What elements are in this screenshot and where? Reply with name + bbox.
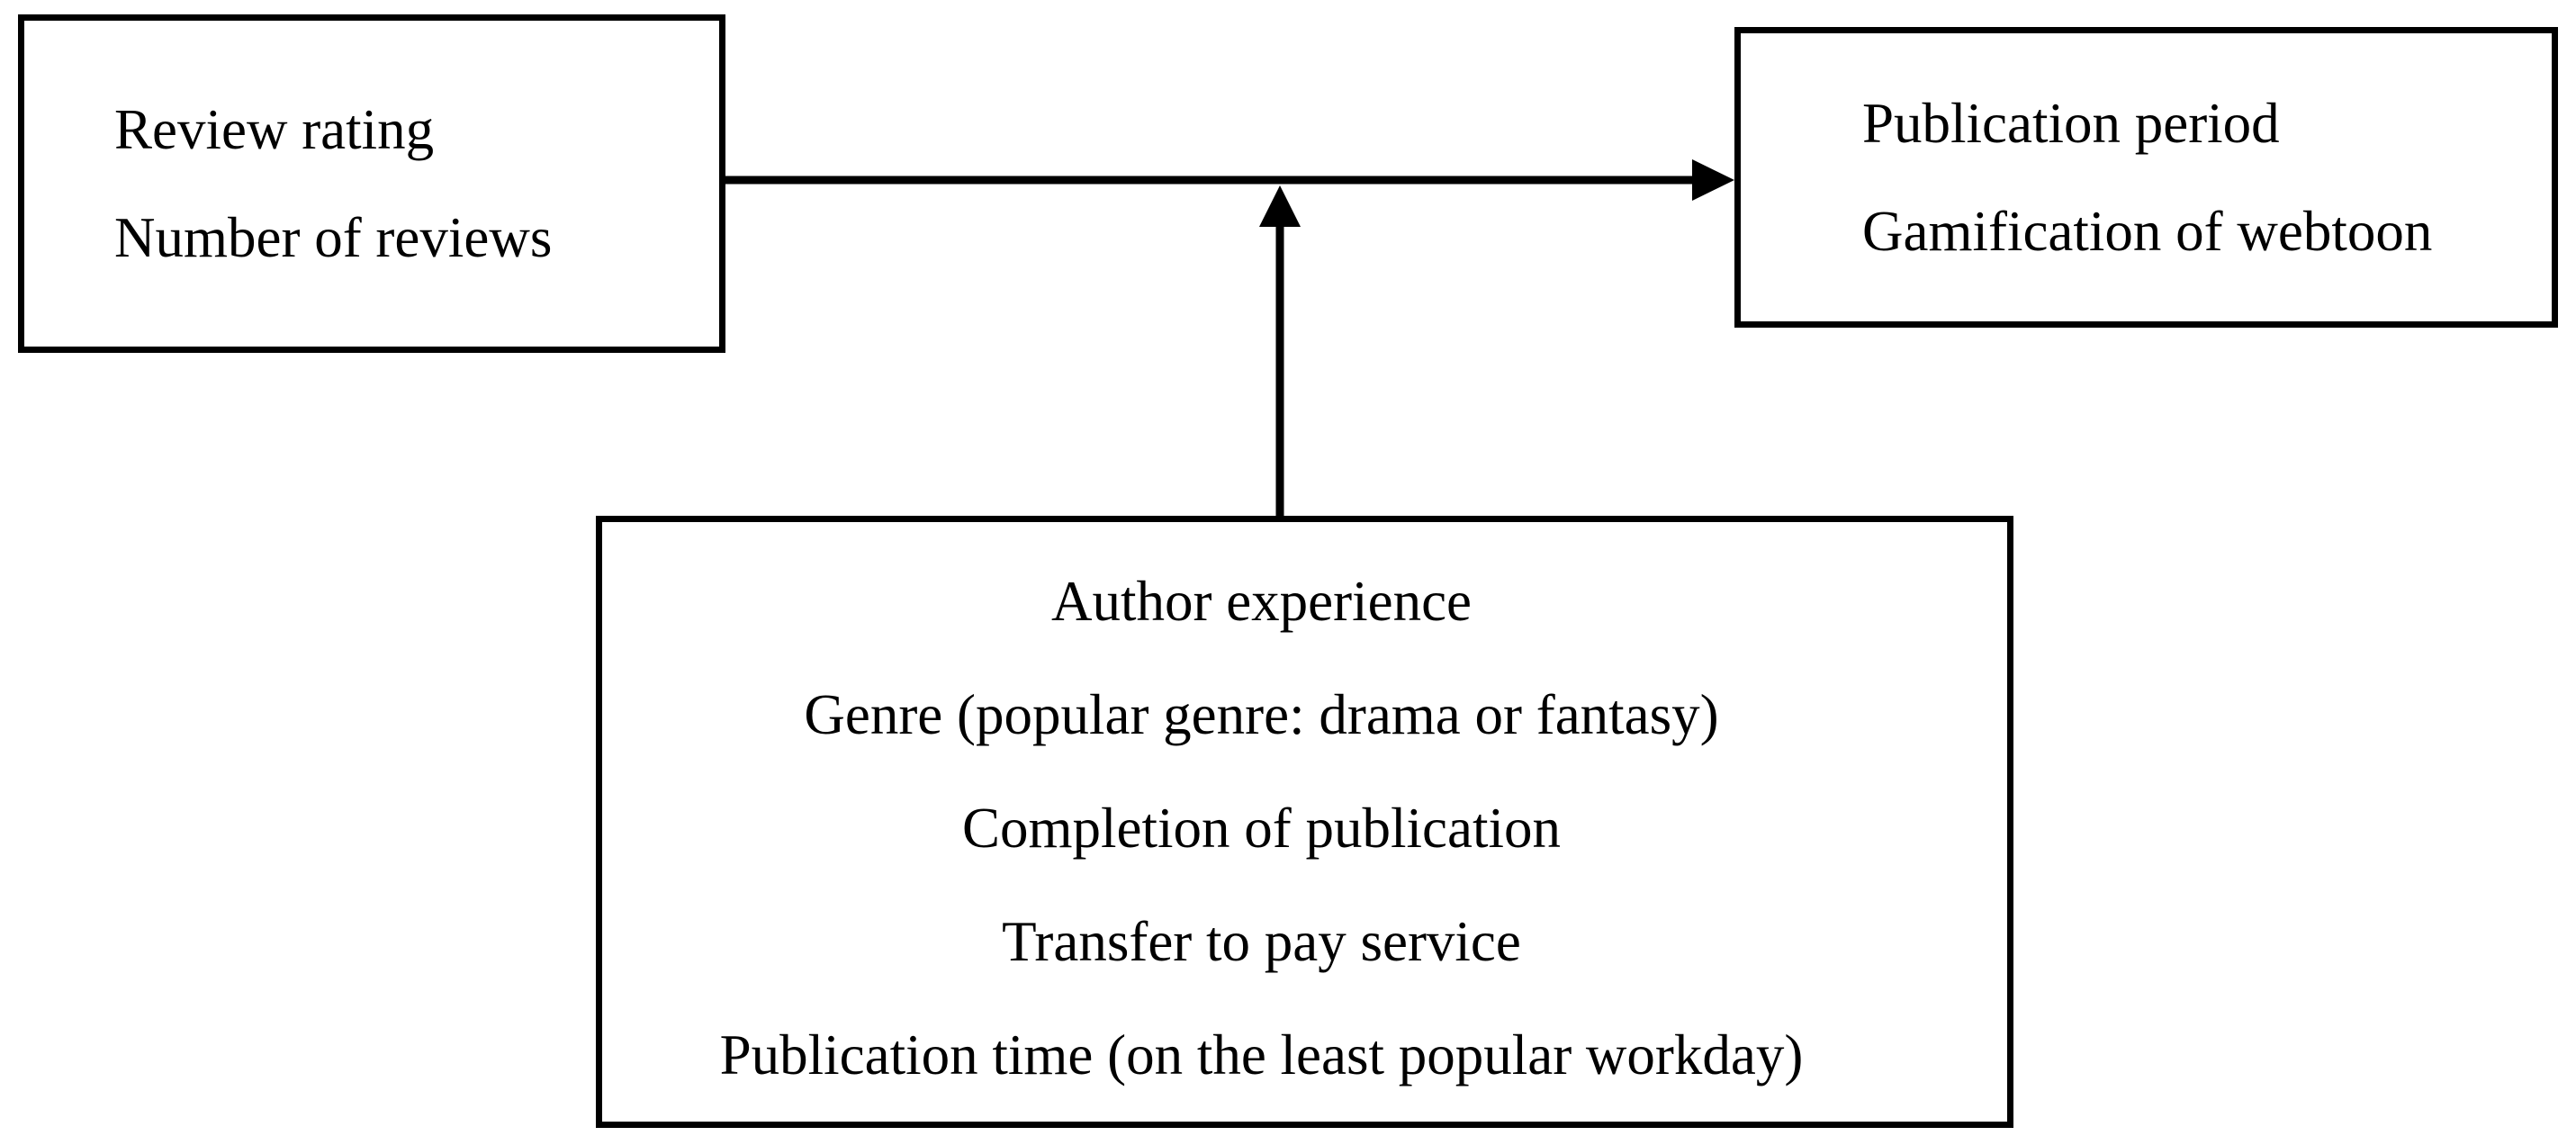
outcome-box: Publication period Gamification of webto… [1734,27,2558,328]
predictor-line-review-rating: Review rating [114,98,435,161]
moderator-line-completion: Completion of publication [962,797,1561,860]
predictor-box: Review rating Number of reviews [18,14,725,353]
moderator-line-author-experience: Author experience [1050,570,1473,633]
moderator-box: Author experience Genre (popular genre: … [596,516,2013,1128]
outcome-line-publication-period: Publication period [1862,92,2280,155]
outcome-line-gamification: Gamification of webtoon [1862,200,2433,263]
up-arrowhead-icon [1259,185,1301,227]
moderation-arrow [1259,185,1301,516]
moderator-line-publication-time: Publication time (on the least popular w… [719,1023,1804,1086]
main-effect-arrow [725,159,1734,201]
moderator-line-transfer: Transfer to pay service [1002,910,1521,973]
right-arrowhead-icon [1692,159,1734,201]
predictor-line-number-of-reviews: Number of reviews [114,206,553,269]
moderator-line-genre: Genre (popular genre: drama or fantasy) [804,683,1719,746]
